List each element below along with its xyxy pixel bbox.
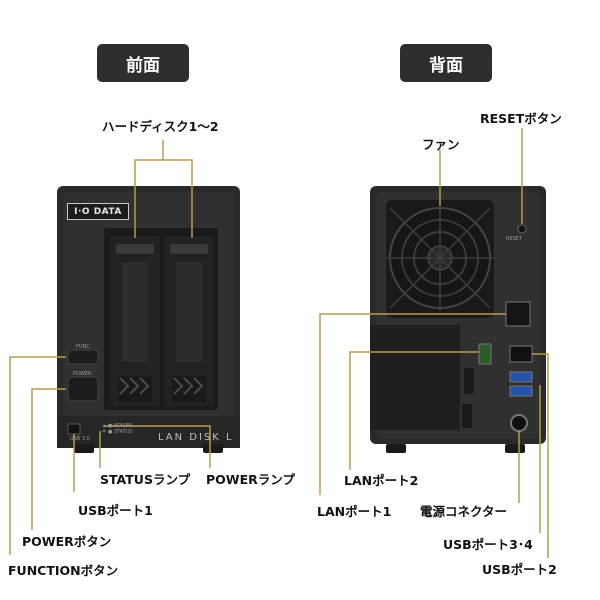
usb-front-marking: USB 3.0	[70, 436, 90, 442]
reset-marking: RESET	[506, 236, 523, 242]
drive-tray-2	[164, 236, 214, 406]
lan-port-1-shape	[505, 301, 531, 327]
back-heading: 背面	[400, 44, 492, 82]
power-marking: POWER	[73, 371, 92, 377]
usb-port-2-shape	[509, 345, 533, 363]
power-connector-shape	[510, 414, 528, 432]
label-function-button: FUNCTIONボタン	[8, 563, 119, 578]
label-status-lamp: STATUSランプ	[100, 472, 191, 487]
label-usb-port-2: USBポート2	[482, 562, 557, 577]
power-button-shape	[67, 376, 99, 402]
label-reset-button: RESETボタン	[480, 111, 562, 126]
power-led-marking: ● POWER	[108, 423, 133, 429]
usb-port-1-shape	[67, 423, 81, 435]
leader-lines	[9, 128, 549, 558]
func-marking: FUNC	[76, 344, 90, 350]
label-fan: ファン	[422, 137, 460, 152]
label-hdd: ハードディスク1〜2	[102, 119, 219, 134]
status-led	[102, 429, 106, 433]
drive-tray-1	[110, 236, 160, 406]
label-usb-port-3-4: USBポート3･4	[443, 537, 533, 552]
lan-port-2-shape	[478, 343, 492, 365]
label-power-connector: 電源コネクター	[420, 504, 508, 519]
function-button-shape	[67, 349, 99, 365]
front-heading: 前面	[97, 44, 189, 82]
label-lan-port-1: LANポート1	[317, 504, 392, 519]
usb-port-4-shape	[509, 385, 533, 397]
label-power-lamp: POWERランプ	[206, 472, 295, 487]
fan	[385, 200, 495, 318]
reset-button-shape	[517, 224, 527, 234]
label-lan-port-2: LANポート2	[344, 473, 419, 488]
label-power-button: POWERボタン	[22, 534, 112, 549]
status-led-marking: ● STATUS	[108, 429, 133, 435]
product-name: LAN DISK L	[158, 432, 234, 443]
brand-logo: I·O DATA	[67, 203, 129, 220]
usb-port-3-shape	[509, 371, 533, 383]
label-usb-port-1: USBポート1	[78, 503, 153, 518]
